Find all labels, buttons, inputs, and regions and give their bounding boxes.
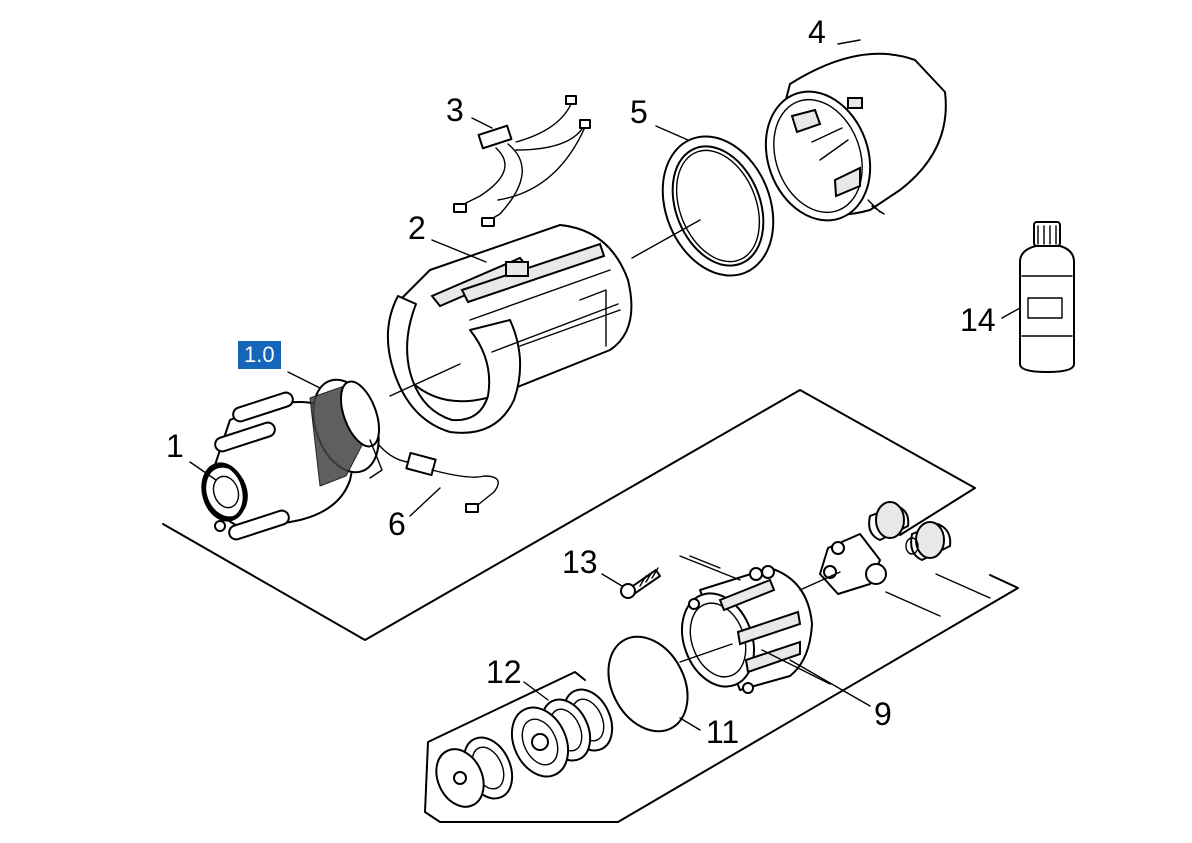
group-outline-upper — [162, 389, 976, 641]
sensor-cable-part — [377, 443, 499, 513]
callout-13: 13 — [562, 544, 598, 580]
callout-14: 14 — [960, 302, 996, 338]
pump-o-ring-part — [607, 635, 689, 733]
wiring-part — [453, 95, 591, 227]
callout-11: 11 — [706, 714, 740, 750]
ring-part — [661, 135, 775, 277]
callout-1-0[interactable]: 1.0 — [238, 341, 281, 369]
callout-2: 2 — [408, 210, 426, 246]
screw-part — [620, 567, 661, 599]
callout-1: 1 — [166, 428, 184, 464]
group-outline-lower — [424, 574, 1019, 823]
callout-3: 3 — [446, 92, 464, 128]
callout-9: 9 — [874, 696, 892, 732]
callout-12: 12 — [486, 654, 522, 690]
valve-gear-part — [819, 501, 952, 595]
end-cap-part — [764, 52, 947, 222]
callout-5: 5 — [630, 94, 648, 130]
motor-housing-part — [386, 224, 633, 434]
o-ring-part — [201, 462, 247, 522]
oil-bottle-part — [1019, 221, 1075, 373]
bearing-stack-part — [435, 688, 614, 808]
pump-head-part — [681, 565, 813, 694]
callout-4: 4 — [808, 14, 826, 50]
leader-lines — [189, 39, 1021, 731]
armature-assembly-part — [204, 378, 383, 541]
callout-6: 6 — [388, 506, 406, 542]
